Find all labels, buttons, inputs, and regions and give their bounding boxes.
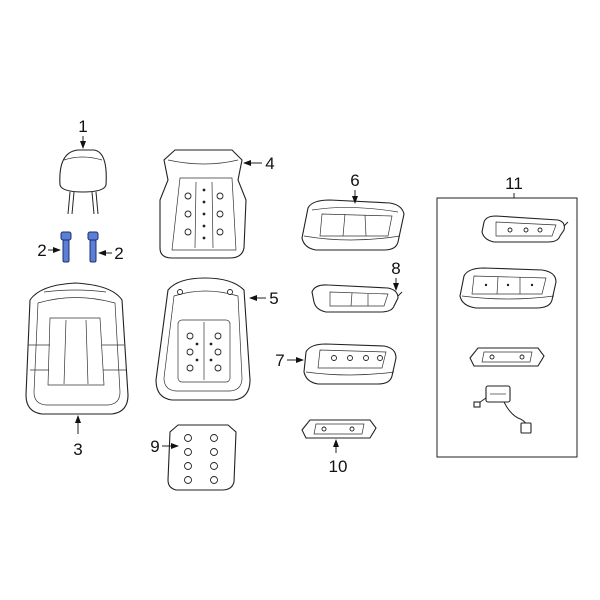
callout-10-label: 10 <box>329 457 348 476</box>
callout-1-label: 1 <box>78 117 87 136</box>
callout-11: 11 <box>505 174 523 198</box>
callout-2-left: 2 <box>37 241 61 260</box>
callout-6-label: 6 <box>350 171 359 190</box>
callout-3: 3 <box>73 415 83 459</box>
seat-cushion-foam-part[interactable] <box>303 343 397 385</box>
callout-7: 7 <box>275 351 304 370</box>
seat-back-cover-part[interactable] <box>25 282 129 415</box>
headrest-guide-right[interactable] <box>87 231 99 263</box>
callout-4-label: 4 <box>265 154 274 173</box>
callout-5-label: 5 <box>269 289 278 308</box>
seat-back-frame-part[interactable] <box>155 277 251 401</box>
callout-2-right: 2 <box>98 244 124 263</box>
callout-7-label: 7 <box>275 351 284 370</box>
seat-heater-part[interactable] <box>311 284 403 313</box>
kit-module-harness-part[interactable] <box>473 385 532 434</box>
callout-3-label: 3 <box>73 440 82 459</box>
callout-9-label: 9 <box>150 437 159 456</box>
callout-10: 10 <box>329 439 348 476</box>
lumbar-pad-part[interactable] <box>167 424 237 491</box>
kit-box[interactable] <box>436 197 578 458</box>
seat-module-plate-part[interactable] <box>301 419 377 439</box>
kit-seat-cushion-part[interactable] <box>459 267 557 309</box>
seat-cushion-cover-part[interactable] <box>301 199 405 251</box>
callout-5: 5 <box>249 289 279 308</box>
callout-11-label: 11 <box>505 174 523 193</box>
callout-6: 6 <box>350 171 360 204</box>
kit-plate-part[interactable] <box>469 347 545 367</box>
callout-8-label: 8 <box>391 259 400 278</box>
headrest-guide-left[interactable] <box>60 231 72 263</box>
callout-4: 4 <box>243 154 275 173</box>
callout-8: 8 <box>391 259 401 291</box>
callout-9: 9 <box>150 437 179 456</box>
headrest-part[interactable] <box>59 149 107 215</box>
seat-back-pad-part[interactable] <box>159 149 247 259</box>
callout-1: 1 <box>78 117 88 149</box>
callout-2-right-label: 2 <box>114 244 123 263</box>
callout-2-left-label: 2 <box>37 241 46 260</box>
kit-seat-frame-part[interactable] <box>481 215 569 243</box>
